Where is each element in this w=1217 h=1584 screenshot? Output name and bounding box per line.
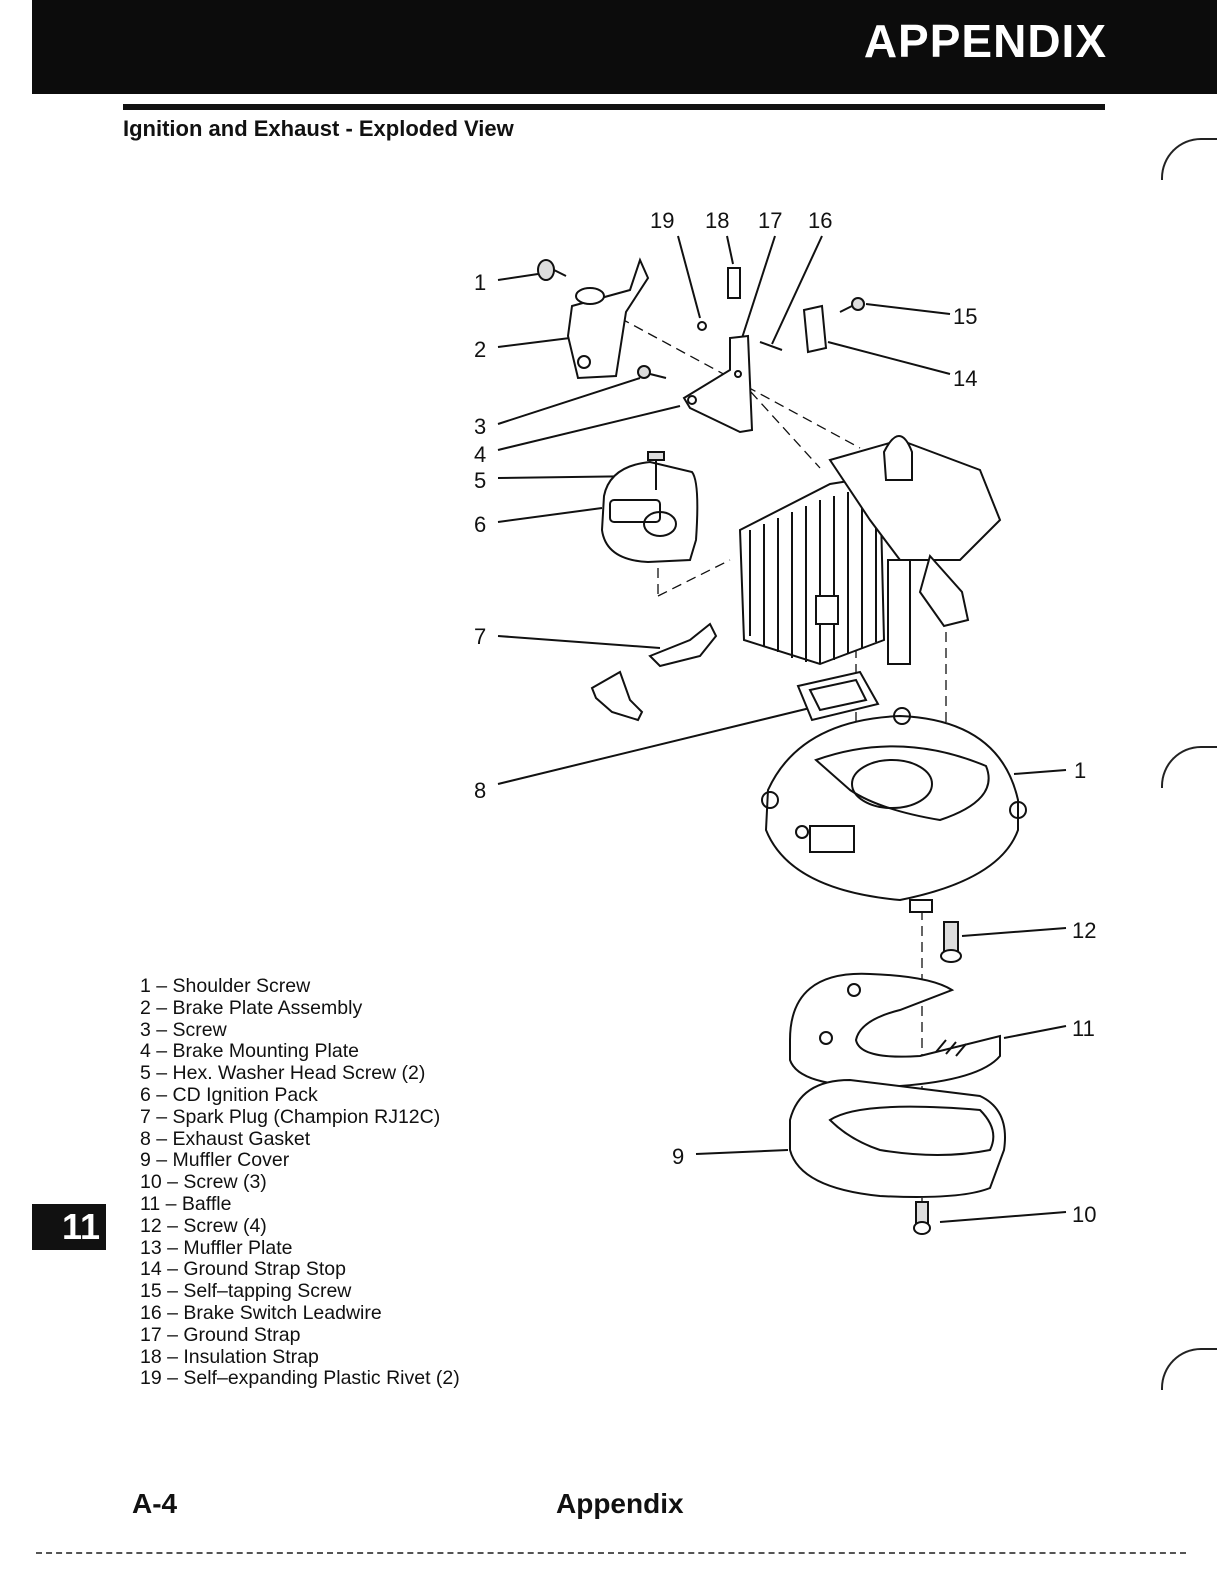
legend-item: 19 – Self–expanding Plastic Rivet (2) xyxy=(140,1367,460,1390)
callout-19: 19 xyxy=(650,208,674,233)
plastic-rivet-part xyxy=(697,321,707,331)
screw-part xyxy=(913,1201,931,1235)
legend-item: 9 – Muffler Cover xyxy=(140,1149,290,1172)
brake-plate-part xyxy=(566,257,650,380)
callout-11: 11 xyxy=(1072,1016,1095,1041)
screw-part xyxy=(637,365,667,379)
leader-line xyxy=(497,707,811,785)
callout-2: 2 xyxy=(474,337,486,362)
callout-6: 6 xyxy=(474,512,486,537)
callout-5: 5 xyxy=(474,468,486,493)
leader-line xyxy=(827,341,951,375)
legend-item: 8 – Exhaust Gasket xyxy=(140,1127,311,1150)
leader-line xyxy=(771,235,823,345)
baffle-part xyxy=(789,972,1001,1088)
legend-item: 12 – Screw (4) xyxy=(140,1214,267,1237)
footer-rule xyxy=(36,1552,1186,1554)
legend-item: 2 – Brake Plate Assembly xyxy=(140,996,363,1019)
legend-item: 6 – CD Ignition Pack xyxy=(140,1083,318,1106)
leader-line xyxy=(961,927,1067,937)
callout-14: 14 xyxy=(953,366,977,391)
spark-plug-part xyxy=(590,622,718,722)
legend-item: 3 – Screw xyxy=(140,1018,227,1041)
legend-item: 14 – Ground Strap Stop xyxy=(140,1258,346,1281)
exhaust-gasket-part xyxy=(796,670,880,722)
leader-line xyxy=(497,337,571,348)
legend-item: 10 – Screw (3) xyxy=(140,1171,267,1194)
legend-item: 15 – Self–tapping Screw xyxy=(140,1280,352,1303)
leader-line xyxy=(497,635,661,649)
legend-item: 7 – Spark Plug (Champion RJ12C) xyxy=(140,1105,441,1128)
callout-16: 16 xyxy=(808,208,832,233)
legend-item: 1 – Shoulder Screw xyxy=(140,975,311,997)
leader-line xyxy=(497,273,539,281)
leader-line xyxy=(677,235,701,319)
callout-3: 3 xyxy=(474,414,486,439)
callout-7: 7 xyxy=(474,624,486,649)
leader-line xyxy=(497,405,681,451)
leader-line xyxy=(497,377,641,425)
callout-10: 10 xyxy=(1072,1202,1096,1227)
ground-strap-stop-part xyxy=(802,304,828,354)
header-title: APPENDIX xyxy=(863,15,1107,67)
leader-line xyxy=(726,235,734,265)
section-title: Ignition and Exhaust - Exploded View xyxy=(123,116,514,141)
callout-12: 12 xyxy=(1072,918,1096,943)
page-number: A-4 xyxy=(132,1488,178,1519)
leader-line xyxy=(865,303,951,315)
shoulder-screw-part xyxy=(537,259,567,281)
parts-legend: 1 – Shoulder Screw 2 – Brake Plate Assem… xyxy=(140,975,460,1390)
legend-item: 16 – Brake Switch Leadwire xyxy=(140,1301,382,1324)
legend-item: 18 – Insulation Strap xyxy=(140,1345,319,1368)
engine-cylinder-part xyxy=(738,435,1002,666)
callout-8: 8 xyxy=(474,778,486,803)
insulation-strap-part xyxy=(727,267,741,299)
callout-1-housing: 1 xyxy=(1074,758,1086,783)
brake-switch-leadwire-part xyxy=(759,341,783,351)
leader-line xyxy=(1013,769,1067,775)
callout-9: 9 xyxy=(672,1144,684,1169)
crankcase-housing-part xyxy=(761,707,1027,913)
callout-15: 15 xyxy=(953,304,977,329)
leader-line xyxy=(1003,1025,1067,1039)
header-band: APPENDIX xyxy=(32,0,1217,94)
ignition-pack-part xyxy=(600,451,699,564)
muffler-cover-part xyxy=(789,1078,1006,1198)
callout-4: 4 xyxy=(474,442,486,467)
callout-1: 1 xyxy=(474,270,486,295)
legend-item: 13 – Muffler Plate xyxy=(140,1236,293,1259)
leader-line xyxy=(741,235,776,339)
header-rule xyxy=(123,104,1105,110)
callout-18: 18 xyxy=(705,208,729,233)
chapter-tab: 11 xyxy=(32,1204,106,1250)
brake-mounting-plate-part xyxy=(682,334,754,434)
legend-item: 11 – Baffle xyxy=(140,1192,232,1215)
leader-line xyxy=(695,1149,789,1155)
legend-item: 4 – Brake Mounting Plate xyxy=(140,1040,359,1063)
callout-17: 17 xyxy=(758,208,782,233)
leader-line xyxy=(939,1211,1067,1223)
footer-section-title: Appendix xyxy=(556,1488,684,1519)
legend-item: 5 – Hex. Washer Head Screw (2) xyxy=(140,1062,426,1085)
leader-line xyxy=(497,507,603,523)
screw-part xyxy=(940,921,962,963)
legend-item: 17 – Ground Strap xyxy=(140,1323,301,1346)
self-tapping-screw-part xyxy=(839,297,865,313)
